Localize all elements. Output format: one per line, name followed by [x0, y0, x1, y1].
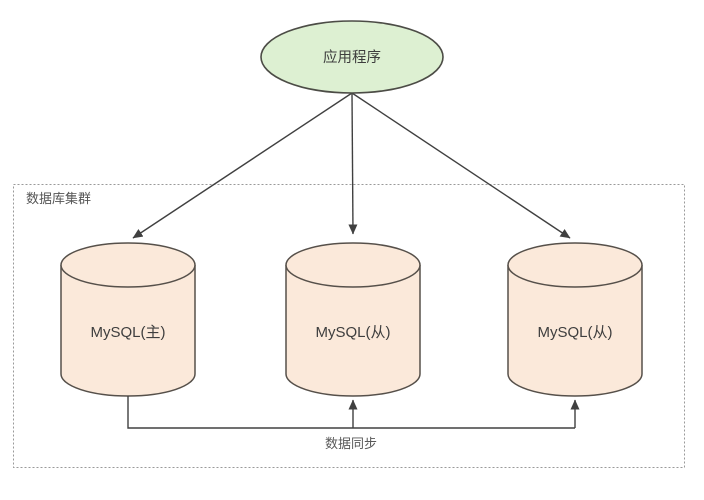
application-node: 应用程序 [260, 20, 444, 94]
cylinder-top [507, 242, 643, 288]
database-label-master: MySQL(主) [90, 324, 165, 341]
cylinder-body [60, 265, 196, 397]
arrow-app-to-replica-1 [348, 92, 358, 235]
sync-connector [127, 396, 580, 429]
cylinder-top [285, 242, 421, 288]
database-node-master: MySQL(主) [60, 242, 196, 397]
database-label-replica-1: MySQL(从) [315, 324, 390, 341]
cylinder-body [285, 265, 421, 397]
application-ellipse [260, 20, 444, 94]
arrow-app-to-replica-2 [351, 92, 571, 239]
database-label-replica-2: MySQL(从) [537, 324, 612, 341]
sync-trunk-line [127, 396, 575, 429]
cluster-label: 数据库集群 [26, 191, 91, 206]
application-label: 应用程序 [323, 48, 381, 66]
cylinder-body [507, 265, 643, 397]
cluster-boundary [13, 184, 685, 468]
sync-label: 数据同步 [325, 436, 377, 451]
arrow-app-to-master [132, 92, 353, 239]
cylinder-top [60, 242, 196, 288]
database-node-replica-1: MySQL(从) [285, 242, 421, 397]
app-to-db-arrows [132, 92, 571, 239]
database-node-replica-2: MySQL(从) [507, 242, 643, 397]
